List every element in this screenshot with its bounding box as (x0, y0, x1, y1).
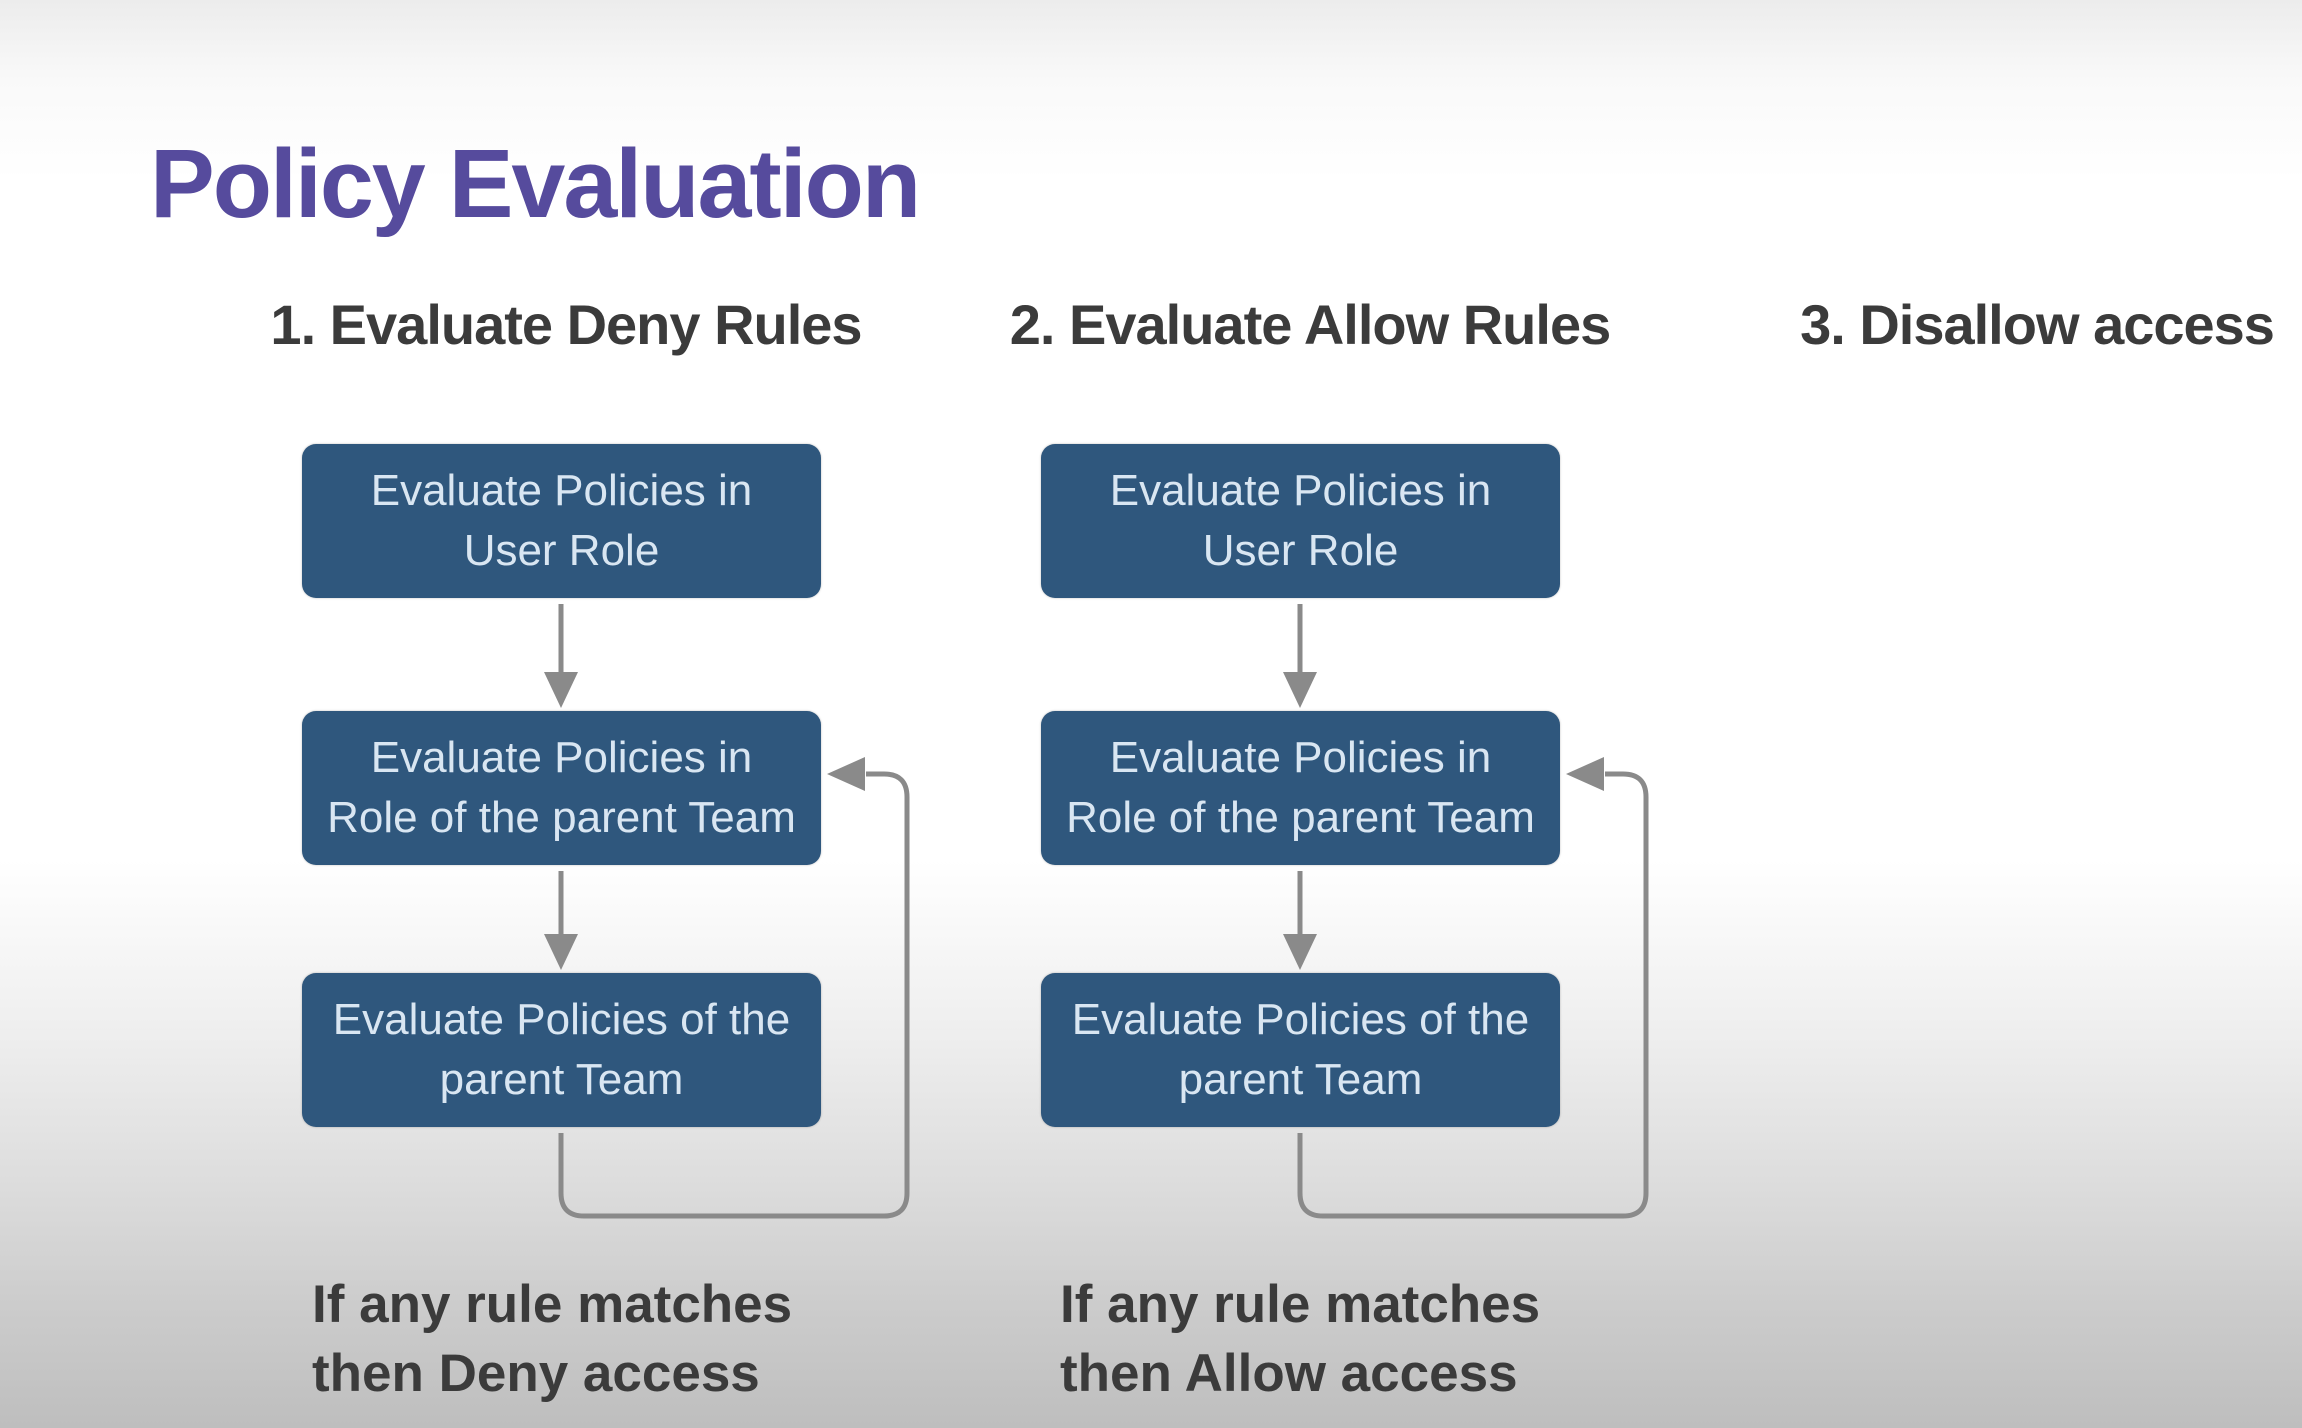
caption-line: If any rule matches (312, 1275, 793, 1334)
caption-line: then Allow access (1060, 1344, 1518, 1403)
box-text-line: parent Team (1178, 1055, 1423, 1104)
box-text-line: Evaluate Policies in (370, 733, 753, 782)
loop-arrow-deny (558, 757, 910, 1219)
step-header-allow: 2. Evaluate Allow Rules (1009, 293, 1611, 356)
box-text-line: User Role (1202, 526, 1399, 575)
box-text-line: Evaluate Policies in (1109, 733, 1492, 782)
flow-box-deny-user-role: Evaluate Policies in User Role (302, 444, 821, 598)
down-arrow-allow-1 (1283, 604, 1317, 708)
flow-box-allow-user-role: Evaluate Policies in User Role (1041, 444, 1560, 598)
down-arrow-deny-2 (544, 871, 578, 970)
step-header-deny: 1. Evaluate Deny Rules (270, 293, 862, 356)
flow-box-deny-parent-team: Evaluate Policies of the parent Team (302, 973, 821, 1127)
box-text-line: Role of the parent Team (1066, 793, 1535, 842)
box-text-line: Evaluate Policies in (1109, 466, 1492, 515)
caption-deny: If any rule matches then Deny access (312, 1270, 792, 1408)
flow-box-allow-parent-team: Evaluate Policies of the parent Team (1041, 973, 1560, 1127)
flow-box-deny-parent-team-role: Evaluate Policies in Role of the parent … (302, 711, 821, 865)
page-title: Policy Evaluation (150, 129, 921, 238)
caption-line: then Deny access (312, 1344, 760, 1403)
box-text-line: User Role (463, 526, 660, 575)
caption-line: If any rule matches (1060, 1275, 1541, 1334)
step-header-disallow: 3. Disallow access (1800, 293, 2275, 356)
box-text-line: Role of the parent Team (327, 793, 796, 842)
box-text-line: Evaluate Policies of the (332, 995, 791, 1044)
loop-arrow-allow (1297, 757, 1649, 1219)
flow-box-allow-parent-team-role: Evaluate Policies in Role of the parent … (1041, 711, 1560, 865)
caption-allow: If any rule matches then Allow access (1060, 1270, 1540, 1408)
down-arrow-allow-2 (1283, 871, 1317, 970)
box-text-line: Evaluate Policies in (370, 466, 753, 515)
box-text-line: parent Team (439, 1055, 684, 1104)
box-text-line: Evaluate Policies of the (1071, 995, 1530, 1044)
down-arrow-deny-1 (544, 604, 578, 708)
